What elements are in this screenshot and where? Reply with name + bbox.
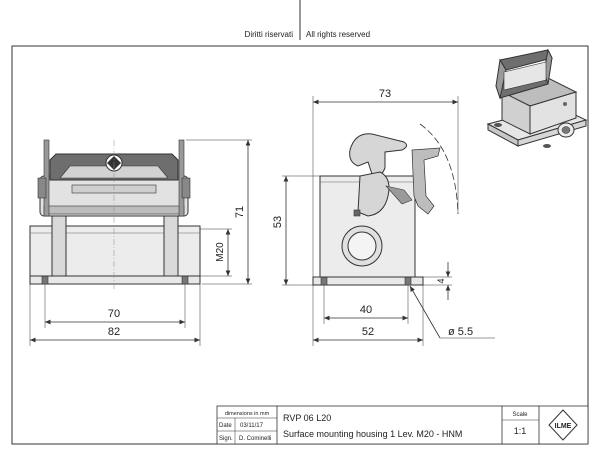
side-cable-entry	[341, 225, 383, 267]
dim-height-total: 71	[234, 206, 246, 218]
dim-thread: M20	[215, 242, 226, 262]
logo-text: ILME	[555, 423, 572, 430]
side-base-hole	[404, 276, 412, 286]
dim-width-inner: 70	[108, 308, 120, 320]
dim-hole-spacing: 40	[360, 304, 372, 316]
rights-reserved-en: All rights reserved	[306, 30, 370, 39]
dim-width-outer: 82	[108, 326, 120, 338]
side-lever	[349, 133, 413, 217]
front-view: 71 M20 70 82	[29, 139, 252, 346]
title-block: dimensions in mm Date 03/11/17 Sign. D. …	[216, 405, 589, 445]
front-base-plate	[29, 275, 201, 285]
title-sign-value: D. Cominelli	[239, 436, 271, 442]
dim-base-thickness: 4	[436, 278, 446, 283]
front-base-hole-left	[41, 275, 49, 285]
front-column-left	[51, 213, 67, 277]
title-code: RVP 06 L20	[283, 413, 331, 423]
front-base-hole-right	[181, 275, 189, 285]
dim-hole-diameter: ø 5.5	[448, 326, 473, 338]
dim-length-total: 73	[379, 88, 391, 100]
dim-base-length: 52	[362, 326, 374, 338]
dim-height-body: 53	[272, 216, 284, 228]
side-view: 73 53 4 40 52 ø 5.5	[272, 88, 495, 346]
title-scale-label: Scale	[512, 412, 528, 418]
title-date-label: Date	[219, 423, 232, 429]
title-date-value: 03/11/17	[240, 423, 264, 429]
side-latch	[411, 147, 441, 215]
dim-leader-hole-diameter	[409, 285, 441, 339]
title-dim-note: dimensions in mm	[225, 411, 270, 417]
company-logo: ILME	[548, 409, 578, 441]
lever-swing-arc	[419, 123, 459, 215]
front-column-right	[163, 213, 179, 277]
title-scale-value: 1:1	[514, 426, 527, 436]
rights-reserved-it: Diritti riservati	[245, 30, 294, 39]
isometric-view	[486, 48, 588, 148]
title-sign-label: Sign.	[219, 436, 233, 442]
title-description: Surface mounting housing 1 Lev. M20 - HN…	[283, 429, 462, 439]
